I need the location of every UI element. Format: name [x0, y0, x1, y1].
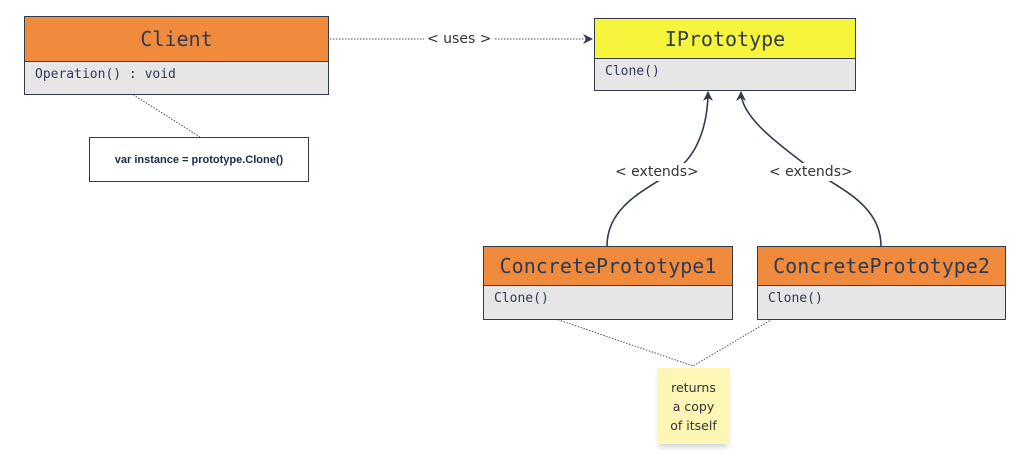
client-operation-member: Operation() : void	[35, 67, 176, 82]
client-code-note[interactable]: var instance = prototype.Clone()	[89, 137, 309, 182]
extends-label-concrete1: < extends>	[612, 163, 702, 181]
iprototype-class-box[interactable]: IPrototype Clone()	[594, 18, 856, 91]
client-class-box[interactable]: Client Operation() : void	[24, 16, 329, 95]
concrete-prototype1-class-box[interactable]: ConcretePrototype1 Clone()	[483, 246, 733, 320]
client-code-note-text: var instance = prototype.Clone()	[114, 153, 284, 166]
uses-label: < uses >	[424, 30, 495, 48]
concrete-prototype2-class-name: ConcretePrototype2	[758, 247, 1005, 286]
concrete-prototype1-class-name: ConcretePrototype1	[484, 247, 732, 286]
concrete-prototype2-class-box[interactable]: ConcretePrototype2 Clone()	[757, 246, 1006, 320]
returns-copy-sticky-note[interactable]: returns a copy of itself	[657, 368, 730, 444]
client-class-name: Client	[25, 17, 328, 62]
iprototype-class-name: IPrototype	[595, 19, 855, 59]
iprototype-clone-member: Clone()	[605, 64, 660, 79]
concrete-prototype2-clone-member: Clone()	[768, 291, 823, 306]
concrete-prototype1-clone-member: Clone()	[494, 291, 549, 306]
extends-label-concrete2: < extends>	[766, 163, 856, 181]
